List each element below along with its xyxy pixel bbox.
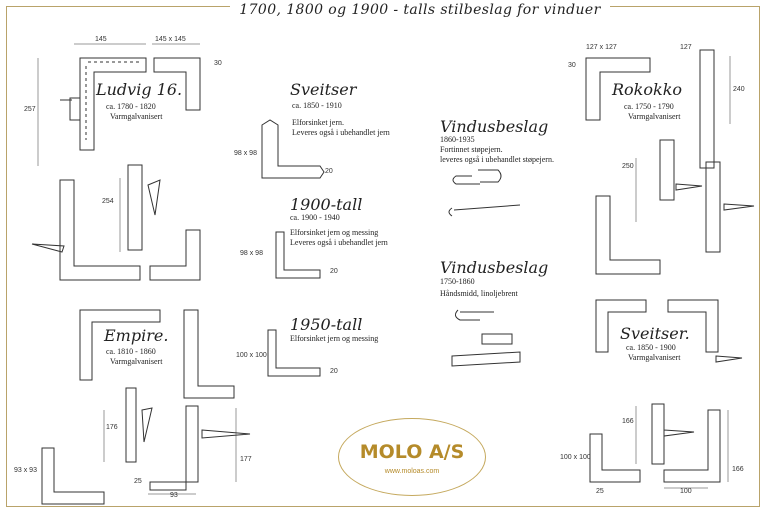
dim-label: 100 x 100 [560,454,591,461]
molo-logo: MOLO A/S www.moloas.com [338,418,486,496]
dim-label: 166 [622,418,634,425]
vindus1-line2: leveres også i ubehandlet støpejern. [440,155,554,164]
tall1900-years: ca. 1900 - 1940 [290,213,340,222]
dim-label: 20 [330,368,338,375]
dim-label: 127 x 127 [586,44,617,51]
sveitser-top-bracket [261,119,325,179]
empire-heading: Empire. [104,326,169,345]
vindus1-line1: Fortinnet støpejern. [440,145,503,154]
dim-label: 145 x 145 [155,36,186,43]
dim-label: 166 [732,466,744,473]
vindus2-line1: Håndsmidd, linoljebrent [440,289,518,298]
dim-label: 30 [568,62,576,69]
dim-label: 93 x 93 [14,467,37,474]
dim-label: 254 [102,198,114,205]
ludvig-hinge [60,97,81,121]
vindusbeslag-1860-hooks [448,169,521,217]
vindus1-years: 1860-1935 [440,135,475,144]
tall1950-bracket [267,329,321,377]
ludvig-note: Varmgalvanisert [110,112,163,121]
tall1950-line1: Elforsinket jern og messing [290,334,379,343]
ludvig-heading: Ludvig 16. [96,80,183,99]
page-title: 1700, 1800 og 1900 - talls stilbeslag fo… [230,2,610,18]
empire-years: ca. 1810 - 1860 [106,347,156,356]
brand-name: MOLO A/S [359,441,465,463]
sveitser-top-heading: Sveitser [290,80,357,99]
sveitser-bottom-years: ca. 1850 - 1900 [626,343,676,352]
dim-label: 98 x 98 [234,150,257,157]
brand-url[interactable]: www.moloas.com [384,468,440,475]
empire-brackets [41,309,251,505]
dim-label: 20 [325,168,333,175]
dim-label: 177 [240,456,252,463]
vindusbeslag-1750-hooks [451,309,521,367]
vindus1-heading: Vindusbeslag [440,117,549,136]
vindus2-years: 1750-1860 [440,277,475,286]
sveitser-top-years: ca. 1850 - 1910 [292,101,342,110]
tall1900-heading: 1900-tall [290,195,363,214]
ludvig-years: ca. 1780 - 1820 [106,102,156,111]
tall1900-bracket [275,231,321,279]
rokokko-brackets [585,49,755,275]
rokokko-heading: Rokokko [612,80,683,99]
dimension-lines [37,43,731,495]
dim-label: 25 [596,488,604,495]
tall1950-heading: 1950-tall [290,315,363,334]
empire-note: Varmgalvanisert [110,357,163,366]
sveitser-top-line1: Elforsinket jern. [292,118,344,127]
dim-label: 98 x 98 [240,250,263,257]
dim-label: 25 [134,478,142,485]
ludvig-bottom-corner-bracket [31,164,201,281]
dim-label: 127 [680,44,692,51]
dim-label: 93 [170,492,178,499]
vindus2-heading: Vindusbeslag [440,258,549,277]
sveitser-bottom-heading: Sveitser. [620,324,690,343]
dim-label: 100 [680,488,692,495]
dim-label: 257 [24,106,36,113]
tall1900-line2: Leveres også i ubehandlet jern [290,238,388,247]
sveitser-bottom-brackets [589,299,743,483]
dim-label: 100 x 100 [236,352,267,359]
sveitser-top-line2: Leveres også i ubehandlet jern [292,128,390,137]
ludvig-top-corner-bracket [79,57,201,151]
rokokko-note: Varmgalvanisert [628,112,681,121]
dim-label: 250 [622,163,634,170]
tall1900-line1: Elforsinket jern og messing [290,228,379,237]
rokokko-years: ca. 1750 - 1790 [624,102,674,111]
dim-label: 20 [330,268,338,275]
sveitser-bottom-note: Varmgalvanisert [628,353,681,362]
dim-label: 145 [95,36,107,43]
dim-label: 176 [106,424,118,431]
dim-label: 30 [214,60,222,67]
dim-label: 240 [733,86,745,93]
